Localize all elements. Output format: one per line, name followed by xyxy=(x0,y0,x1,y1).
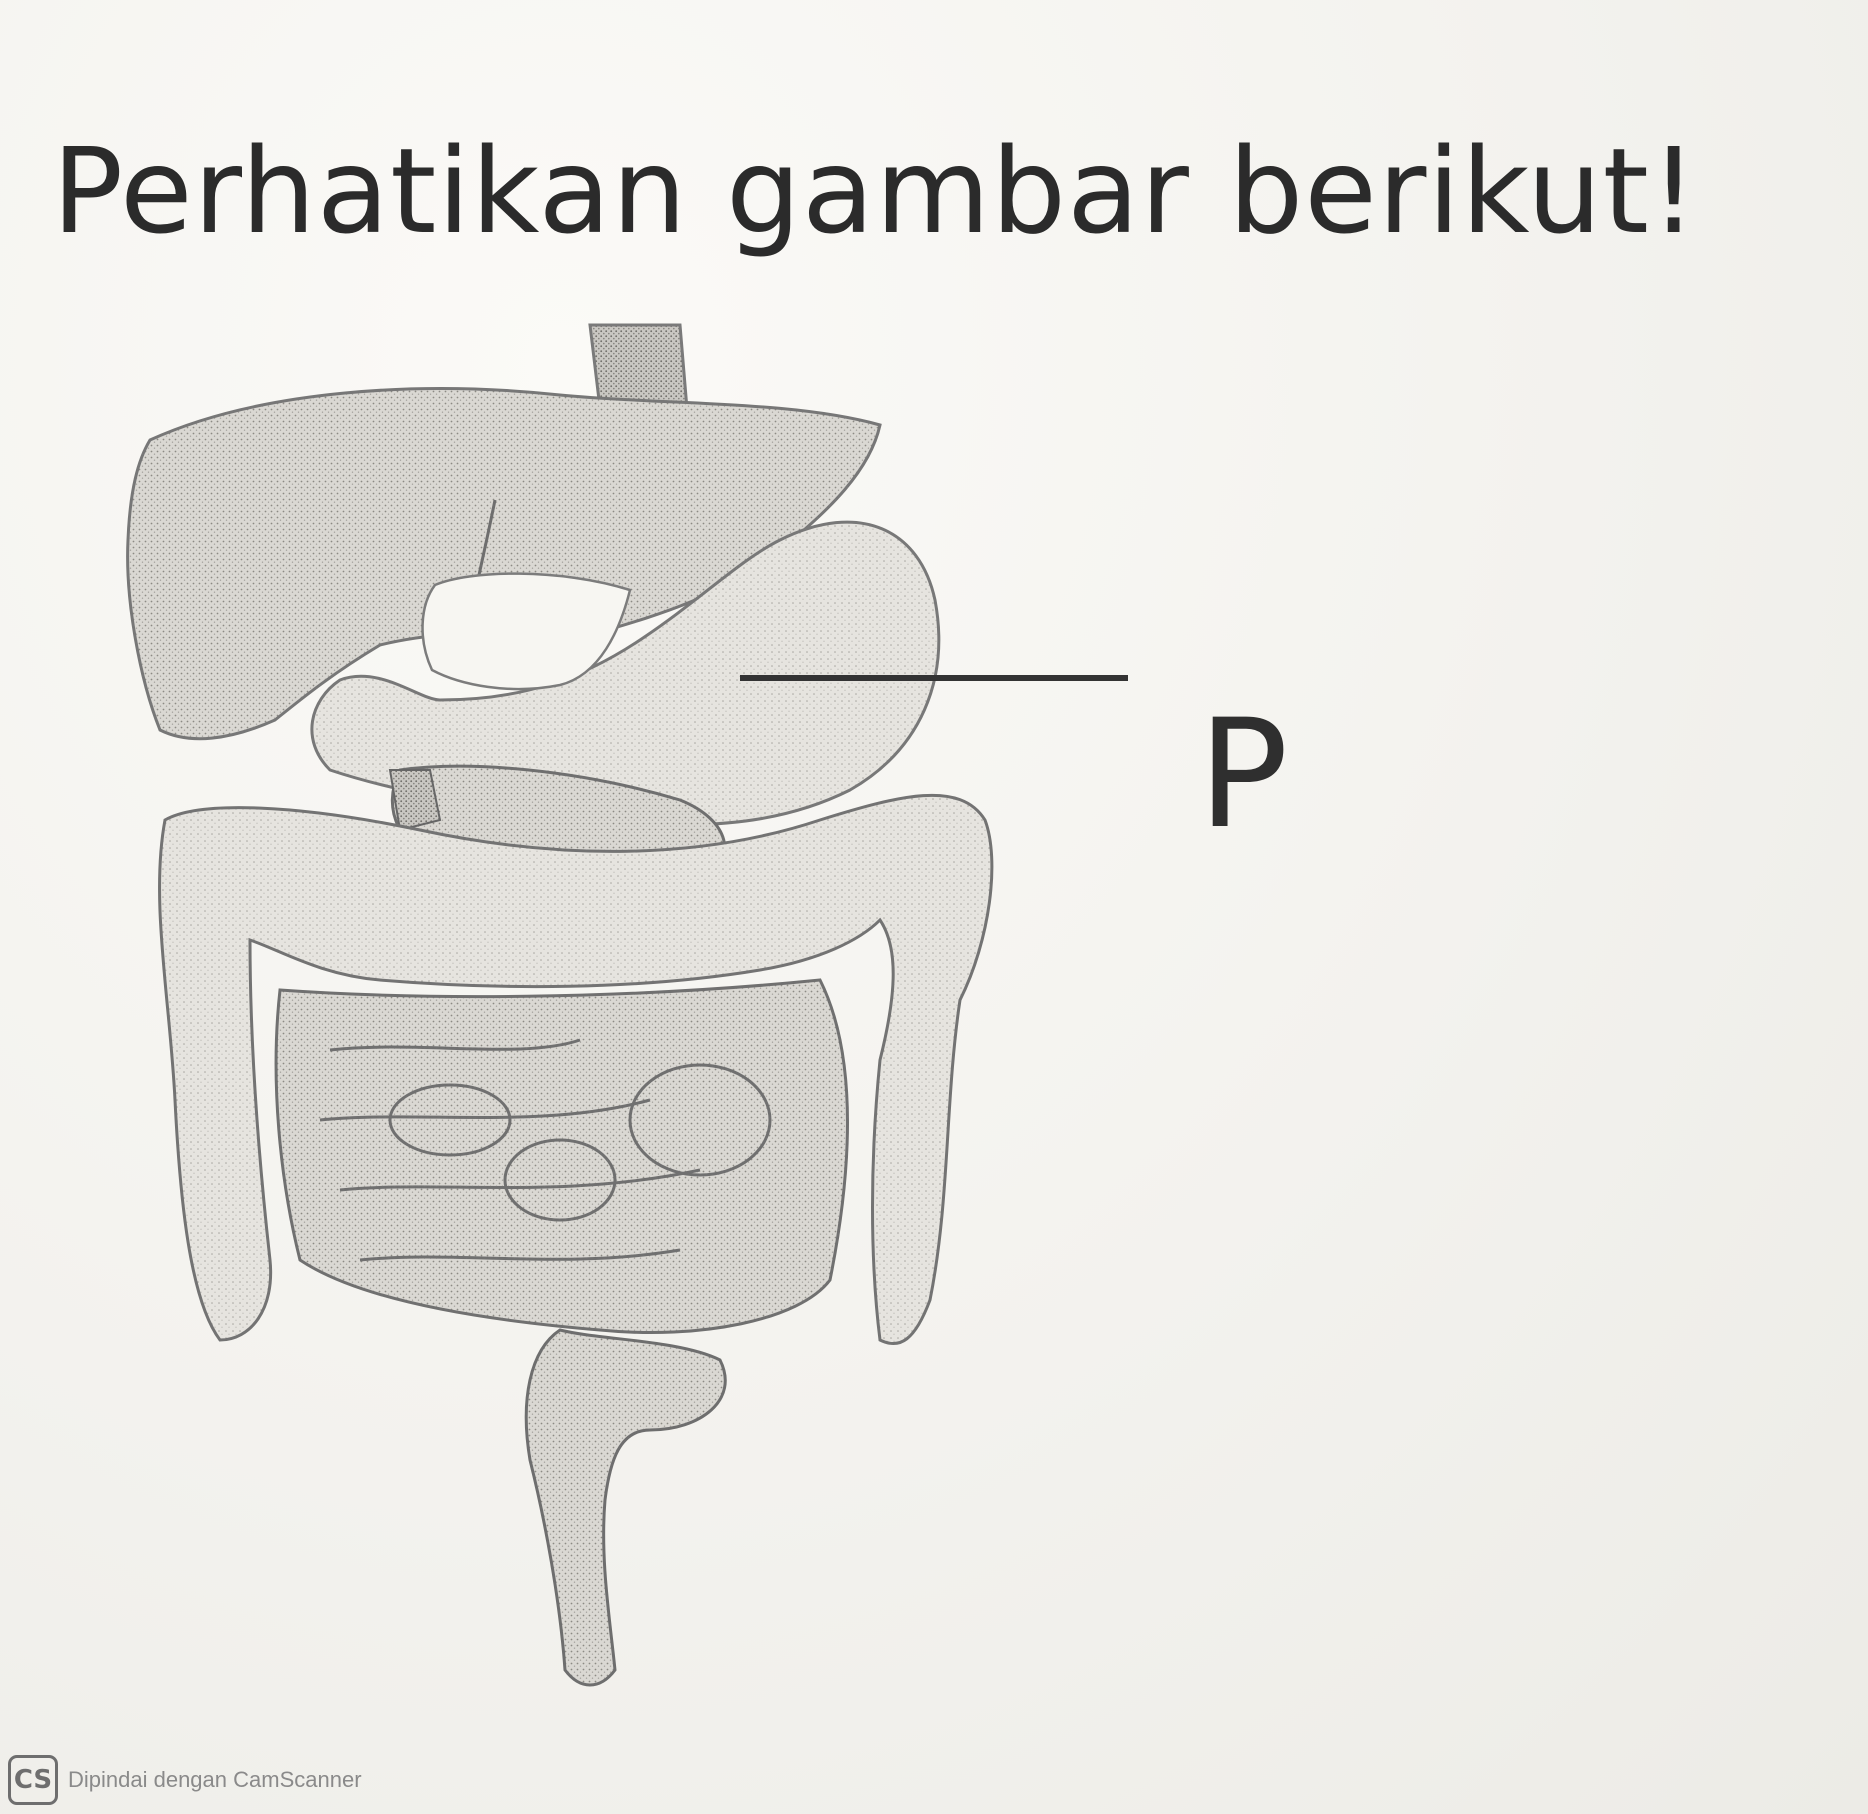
digestive-system-diagram xyxy=(126,323,1128,1687)
small-intestine xyxy=(274,978,849,1335)
large-intestine xyxy=(158,793,994,1346)
camscanner-logo-icon: CS xyxy=(8,1755,58,1805)
camscanner-watermark: CS Dipindai dengan CamScanner xyxy=(8,1755,362,1805)
gallbladder xyxy=(421,572,632,691)
rectum xyxy=(524,1328,727,1687)
page-title: Perhatikan gambar berikut! xyxy=(52,122,1699,260)
label-p: P xyxy=(1198,688,1289,862)
watermark-text: Dipindai dengan CamScanner xyxy=(68,1767,362,1792)
